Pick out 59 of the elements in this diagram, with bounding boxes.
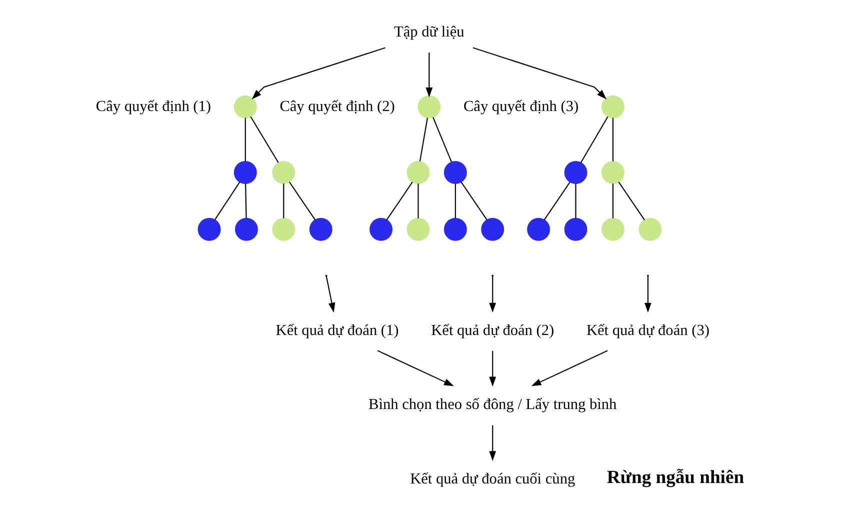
node-label: Cây quyết định (1) [96, 98, 212, 115]
connector [612, 184, 614, 218]
connector [580, 116, 608, 163]
node-circle [234, 160, 257, 184]
node-text: Kết quả dự đoán cuối cùng [410, 470, 576, 488]
node-circle [527, 218, 550, 241]
node-circle [370, 218, 392, 241]
arrow [489, 276, 496, 313]
connector [544, 182, 570, 220]
arrow [531, 350, 608, 386]
connector [250, 116, 279, 163]
connector [419, 118, 428, 162]
arrow [644, 276, 652, 313]
node-circle [444, 160, 467, 184]
arrow [252, 47, 386, 100]
node-label: Cây quyết định (3) [463, 98, 579, 115]
node-circle [309, 218, 332, 241]
node-text: Bình chọn theo số đông / Lấy trung bình [368, 396, 617, 414]
arrow [489, 350, 496, 387]
connector [289, 182, 316, 220]
connector [245, 184, 247, 218]
connector [454, 184, 456, 218]
node-circle [272, 160, 296, 184]
connector [575, 184, 576, 218]
connector [214, 182, 240, 220]
node-circle [601, 160, 624, 184]
node-circle [406, 160, 430, 184]
arrow [377, 350, 454, 386]
connector [612, 118, 614, 162]
node-circle [234, 218, 258, 241]
node-circle [406, 218, 430, 241]
connector [432, 117, 452, 162]
arrow [326, 276, 336, 313]
node-circle [601, 218, 624, 241]
node-circle [638, 218, 662, 241]
arrow [472, 47, 607, 100]
connector [386, 182, 413, 220]
connector [283, 184, 284, 218]
node-circle [198, 218, 221, 241]
connector [618, 182, 645, 220]
node-circle [272, 218, 296, 241]
node-text: Kết quả dự đoán (1) [276, 322, 399, 339]
node-circle [418, 95, 441, 118]
label: Rừng ngẫu nhiên [606, 466, 744, 488]
node-label: Cây quyết định (2) [280, 98, 395, 115]
arrow [426, 52, 433, 98]
node-circle [234, 95, 257, 118]
node-text: Tập dữ liệu [394, 23, 464, 40]
node-text: Kết quả dự đoán (2) [431, 322, 554, 339]
node-circle [564, 218, 588, 241]
node-circle [444, 218, 467, 241]
node-circle [481, 218, 504, 241]
node-circle [601, 95, 624, 118]
connector [460, 182, 488, 220]
node-circle [564, 160, 588, 184]
arrow [489, 425, 496, 462]
node-text: Kết quả dự đoán (3) [586, 322, 710, 339]
connector [244, 118, 246, 162]
connector [418, 184, 419, 218]
